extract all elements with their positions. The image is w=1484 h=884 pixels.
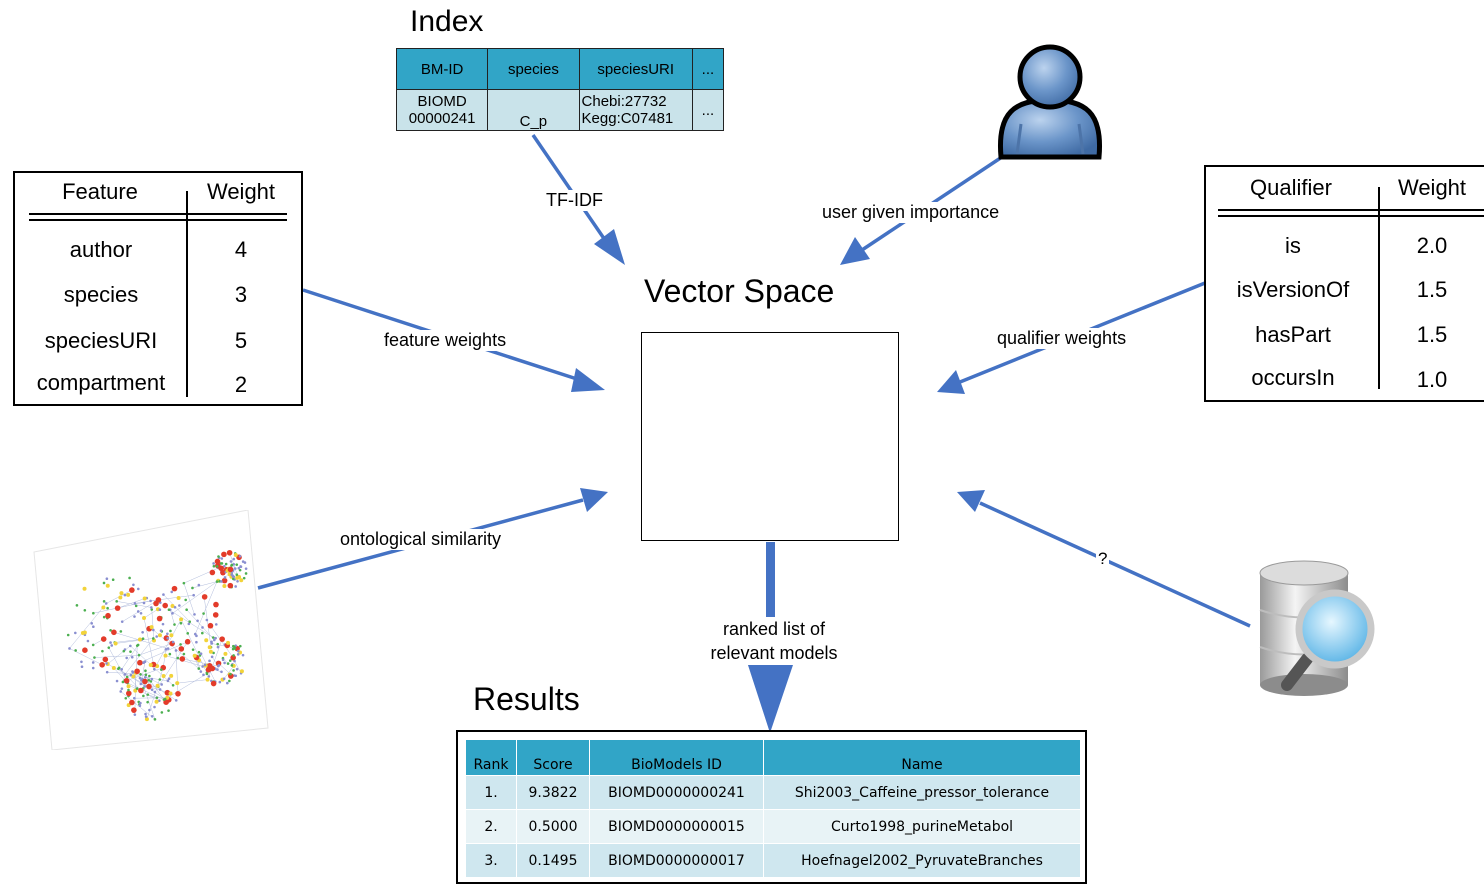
ranked-list-label: ranked list of relevant models	[697, 617, 851, 665]
ranked-list-line2: relevant models	[699, 641, 849, 665]
feature-row-name: author	[15, 237, 187, 263]
results-header-id: BioModels ID	[590, 740, 764, 776]
results-id: BIOMD0000000015	[590, 810, 764, 844]
results-row: 1. 9.3822 BIOMD0000000241 Shi2003_Caffei…	[466, 776, 1081, 810]
vector-space-title: Vector Space	[644, 273, 834, 310]
results-panel: Rank Score BioModels ID Name 1. 9.3822 B…	[456, 730, 1087, 884]
feature-row-weight: 3	[191, 282, 291, 308]
results-name: Curto1998_purineMetabol	[764, 810, 1081, 844]
feature-header: Feature	[45, 179, 155, 205]
results-name: Shi2003_Caffeine_pressor_tolerance	[764, 776, 1081, 810]
feature-header-divider-1	[29, 213, 287, 215]
results-score: 9.3822	[517, 776, 590, 810]
index-cell-bm-id: BIOMD 00000241	[397, 90, 488, 131]
results-row: 3. 0.1495 BIOMD0000000017 Hoefnagel2002_…	[466, 844, 1081, 878]
results-score: 0.5000	[517, 810, 590, 844]
feature-row-name: compartment	[15, 370, 187, 396]
feature-row-weight: 5	[191, 328, 291, 354]
results-score: 0.1495	[517, 844, 590, 878]
results-header-score: Score	[517, 740, 590, 776]
tfidf-label: TF-IDF	[544, 190, 605, 211]
feature-row-weight: 2	[191, 372, 291, 398]
feature-weight-table: Feature Weight author 4 species 3 specie…	[13, 171, 303, 406]
ranked-list-line1: ranked list of	[699, 617, 849, 641]
index-bm-id-line1: BIOMD	[397, 93, 487, 110]
index-header-bm-id: BM-ID	[397, 49, 488, 90]
feature-weight-header: Weight	[191, 179, 291, 205]
feature-header-divider-2	[29, 219, 287, 221]
index-table: BM-ID species speciesURI ... BIOMD 00000…	[396, 48, 724, 131]
qualifier-row-name: hasPart	[1206, 322, 1380, 348]
index-header-species: species	[488, 49, 579, 90]
database-question-label: ?	[1096, 549, 1109, 569]
user-importance-label: user given importance	[820, 202, 1001, 223]
results-rank: 2.	[466, 810, 517, 844]
feature-row-weight: 4	[191, 237, 291, 263]
results-rank: 3.	[466, 844, 517, 878]
database-search-icon	[1252, 555, 1387, 700]
ontology-network-image	[30, 510, 270, 750]
results-title: Results	[473, 681, 580, 718]
index-title: Index	[410, 5, 483, 39]
qualifier-header-divider-1	[1218, 209, 1484, 211]
results-name: Hoefnagel2002_PyruvateBranches	[764, 844, 1081, 878]
index-uri-line1: Chebi:27732	[582, 93, 692, 110]
qualifier-row-weight: 1.5	[1382, 277, 1482, 303]
vector-space-box	[641, 332, 899, 541]
qualifier-header-divider-2	[1218, 215, 1484, 217]
feature-weights-label: feature weights	[382, 330, 508, 351]
results-table: Rank Score BioModels ID Name 1. 9.3822 B…	[466, 740, 1081, 878]
qualifier-weights-label: qualifier weights	[995, 328, 1128, 349]
index-header-species-uri: speciesURI	[579, 49, 692, 90]
qualifier-row-weight: 1.0	[1382, 367, 1482, 393]
results-rank: 1.	[466, 776, 517, 810]
qualifier-row-name: is	[1206, 233, 1380, 259]
index-bm-id-line2: 00000241	[397, 110, 487, 127]
qualifier-weight-header: Weight	[1382, 175, 1482, 201]
qualifier-weight-table: Qualifier Weight is 2.0 isVersionOf 1.5 …	[1204, 165, 1484, 402]
index-header-more: ...	[692, 49, 723, 90]
feature-row-name: species	[15, 282, 187, 308]
qualifier-row-weight: 2.0	[1382, 233, 1482, 259]
qualifier-row-name: isVersionOf	[1206, 277, 1380, 303]
results-row: 2. 0.5000 BIOMD0000000015 Curto1998_puri…	[466, 810, 1081, 844]
index-cell-more: ...	[692, 90, 723, 131]
qualifier-row-weight: 1.5	[1382, 322, 1482, 348]
results-id: BIOMD0000000241	[590, 776, 764, 810]
qualifier-row-name: occursIn	[1206, 365, 1380, 391]
index-cell-species-uri: Chebi:27732 Kegg:C07481	[579, 90, 692, 131]
feature-row-name: speciesURI	[15, 328, 187, 354]
results-header-name: Name	[764, 740, 1081, 776]
results-header-rank: Rank	[466, 740, 517, 776]
qualifier-header: Qualifier	[1226, 175, 1356, 201]
results-id: BIOMD0000000017	[590, 844, 764, 878]
ontological-similarity-label: ontological similarity	[338, 529, 503, 550]
index-species-value: C_p	[520, 113, 548, 130]
index-cell-species: C_p	[488, 90, 579, 131]
user-icon	[995, 42, 1105, 162]
index-uri-line2: Kegg:C07481	[582, 110, 692, 127]
